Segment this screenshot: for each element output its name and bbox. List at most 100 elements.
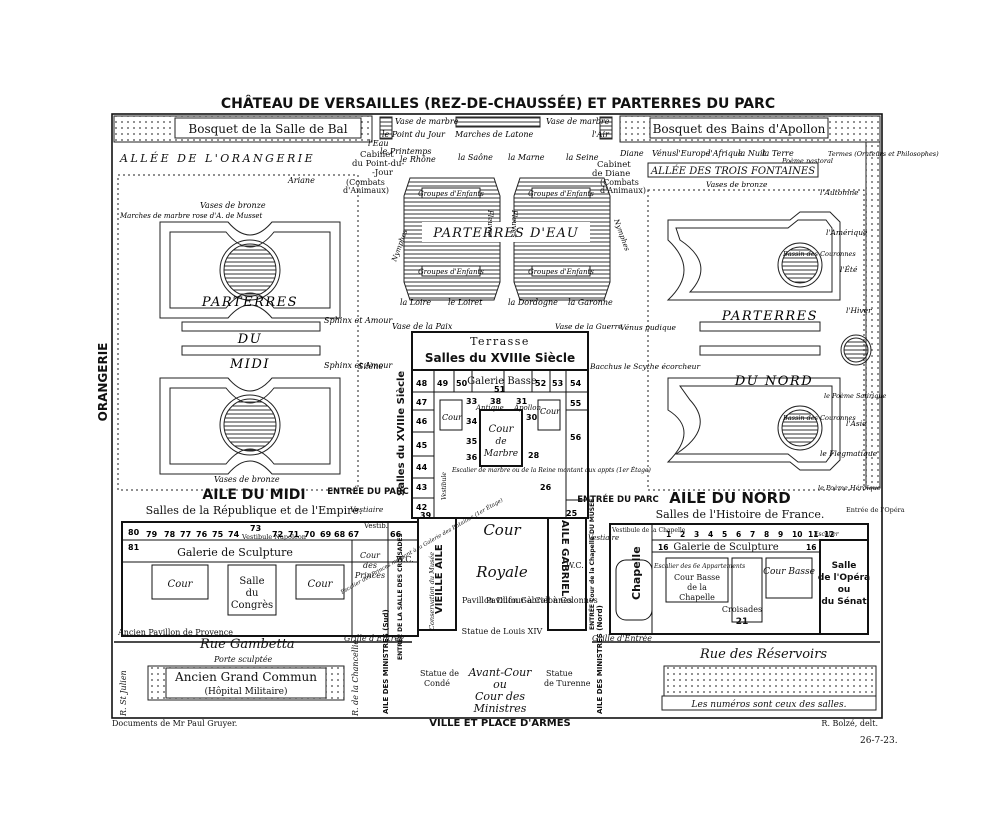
svg-text:76: 76 bbox=[196, 530, 208, 539]
parterres-nord-label-1: PARTERRES bbox=[721, 309, 818, 324]
date-label: 26-7-23. bbox=[860, 736, 898, 746]
croisades-number: 21 bbox=[736, 617, 749, 627]
garden-label: Groupes d'Enfants bbox=[418, 190, 484, 198]
escalier-label: Escalier bbox=[813, 531, 840, 538]
svg-text:de Diane: de Diane bbox=[592, 169, 630, 179]
svg-text:9: 9 bbox=[778, 530, 783, 539]
statue-label: l'Afrique bbox=[708, 149, 743, 158]
salle-congres-label: Salle bbox=[239, 576, 264, 587]
svg-text:48: 48 bbox=[416, 379, 428, 388]
vestibule-label: Vestibule bbox=[441, 472, 448, 500]
entree-musee-label: ENTRÉE Cour de la Chapelle DU MUSÉE bbox=[588, 499, 596, 630]
svg-text:d'Animaux): d'Animaux) bbox=[600, 186, 646, 195]
statue-label: l'Europe bbox=[676, 149, 711, 158]
grille-entree-label: Grille d'Entrée bbox=[344, 634, 404, 643]
svg-text:39: 39 bbox=[420, 511, 432, 520]
vestibule-chapelle-label: Vestibule de la Chapelle bbox=[611, 527, 686, 534]
grille-entree-label: Grille d'Entrée bbox=[592, 634, 652, 643]
garden-label: Nymphes bbox=[612, 217, 631, 252]
svg-text:25: 25 bbox=[566, 509, 578, 518]
entree-croisades-label: ENTRÉE DE LA SALLE DES CROISADES bbox=[396, 533, 404, 660]
svg-text:67: 67 bbox=[348, 530, 359, 539]
cour-marbre-label-2: de bbox=[495, 437, 506, 447]
garden-label: Vases de bronze bbox=[706, 180, 768, 189]
cour-princes-label: Cour bbox=[360, 551, 381, 560]
garden-label: Fleuves bbox=[486, 209, 494, 238]
svg-text:(Combats: (Combats bbox=[600, 178, 639, 187]
aile-midi-building bbox=[121, 521, 419, 637]
garden-label: Bassin des Couronnes bbox=[782, 414, 856, 422]
svg-text:1: 1 bbox=[666, 530, 671, 539]
statue-conde-label: Statue de bbox=[420, 669, 459, 678]
svg-text:10: 10 bbox=[792, 530, 802, 539]
svg-text:de l'Opéra: de l'Opéra bbox=[818, 572, 870, 583]
statue-label: la Terre bbox=[762, 149, 794, 158]
svg-text:28: 28 bbox=[528, 451, 540, 460]
statue-label: Vase de marbre bbox=[395, 117, 459, 126]
aile-nord-building bbox=[609, 523, 869, 635]
garden-label: Vase de la Guerre bbox=[555, 322, 623, 331]
garden-label: Vases de bronze bbox=[214, 475, 280, 484]
svg-text:79: 79 bbox=[146, 530, 158, 539]
credit-left: Documents de Mr Paul Gruyer. bbox=[112, 719, 237, 728]
parterres-d-eau bbox=[403, 177, 611, 301]
svg-text:3: 3 bbox=[694, 530, 699, 539]
garden-label: le Loiret bbox=[448, 298, 483, 307]
svg-text:50: 50 bbox=[456, 379, 468, 388]
garden-label: Vase de la Paix bbox=[392, 322, 453, 331]
statue-label: Diane bbox=[619, 149, 644, 158]
garden-label: le Scythe écorcheur bbox=[624, 362, 701, 371]
nord-room-numbers: 1 2 3 4 5 6 7 8 9 10 11 12 16 16 bbox=[658, 530, 834, 552]
svg-text:46: 46 bbox=[416, 417, 428, 426]
svg-text:7: 7 bbox=[750, 530, 755, 539]
galerie-basse-label: Galerie Basse bbox=[467, 376, 537, 387]
statue-label: l'Air bbox=[592, 130, 610, 139]
vestib-label: Vestib. bbox=[363, 522, 388, 530]
svg-text:72: 72 bbox=[272, 530, 283, 539]
garden-label: Groupes d'Enfants bbox=[418, 268, 484, 276]
croisades-label: Croisades bbox=[722, 605, 762, 614]
svg-text:52: 52 bbox=[535, 379, 546, 388]
garden-label: la Garonne bbox=[568, 298, 613, 307]
avant-cour-label: Cour des bbox=[475, 690, 525, 703]
wc-label: W.C. bbox=[396, 555, 414, 564]
salles-18-vertical: Salles du XVIIIe Siècle bbox=[395, 371, 407, 496]
svg-text:16: 16 bbox=[806, 543, 816, 552]
wc-label-2: W.C. bbox=[566, 561, 584, 570]
svg-text:16: 16 bbox=[658, 543, 668, 552]
orangerie-label: ORANGERIE bbox=[96, 343, 110, 422]
bosquet-bal-label: Bosquet de la Salle de Bal bbox=[188, 122, 347, 136]
cour-label: Cour bbox=[308, 579, 334, 590]
ancien-pavillon-label: Ancien Pavillon de Provence bbox=[117, 628, 233, 637]
statue-label: l'Eau bbox=[368, 139, 389, 148]
svg-text:75: 75 bbox=[212, 530, 224, 539]
svg-text:69: 69 bbox=[320, 530, 332, 539]
marches-latone-steps bbox=[455, 116, 541, 128]
rue-gambetta-label: Rue Gambetta bbox=[199, 637, 295, 652]
cour-marbre-label: Marbre bbox=[483, 449, 518, 459]
garden-label: Vases de bronze bbox=[200, 201, 266, 210]
statue-label: Vénus bbox=[652, 149, 676, 158]
entree-parc-midi: ENTRÉE DU PARC bbox=[327, 485, 409, 497]
vestibule-napoleon: Vestibule Napoléon bbox=[241, 533, 306, 541]
svg-text:12: 12 bbox=[824, 530, 834, 539]
allee-orangerie-label: ALLÉE DE L'ORANGERIE bbox=[119, 151, 315, 165]
statue-label: Vase de marbre bbox=[546, 117, 610, 126]
garden-label: le Poème Héroïque bbox=[818, 484, 881, 492]
statue-label: le Rhône bbox=[400, 155, 436, 164]
svg-text:6: 6 bbox=[736, 530, 741, 539]
garden-label: Vénus pudique bbox=[620, 323, 677, 332]
svg-text:38: 38 bbox=[490, 397, 502, 406]
garden-label: Groupes d'Enfants bbox=[528, 268, 594, 276]
garden-label: Sphinx et Amour bbox=[324, 361, 393, 370]
central-chateau bbox=[411, 331, 589, 631]
antique-label: Antique bbox=[475, 404, 504, 412]
aile-gabriel-label: AILE GABRIEL bbox=[559, 520, 570, 597]
svg-text:70: 70 bbox=[304, 530, 316, 539]
garden-label: l'Hiver bbox=[846, 306, 872, 315]
cour-small: Cour bbox=[540, 407, 561, 416]
svg-text:53: 53 bbox=[552, 379, 563, 388]
svg-text:73: 73 bbox=[250, 524, 261, 533]
statue-label: le Point du Jour bbox=[382, 130, 446, 139]
